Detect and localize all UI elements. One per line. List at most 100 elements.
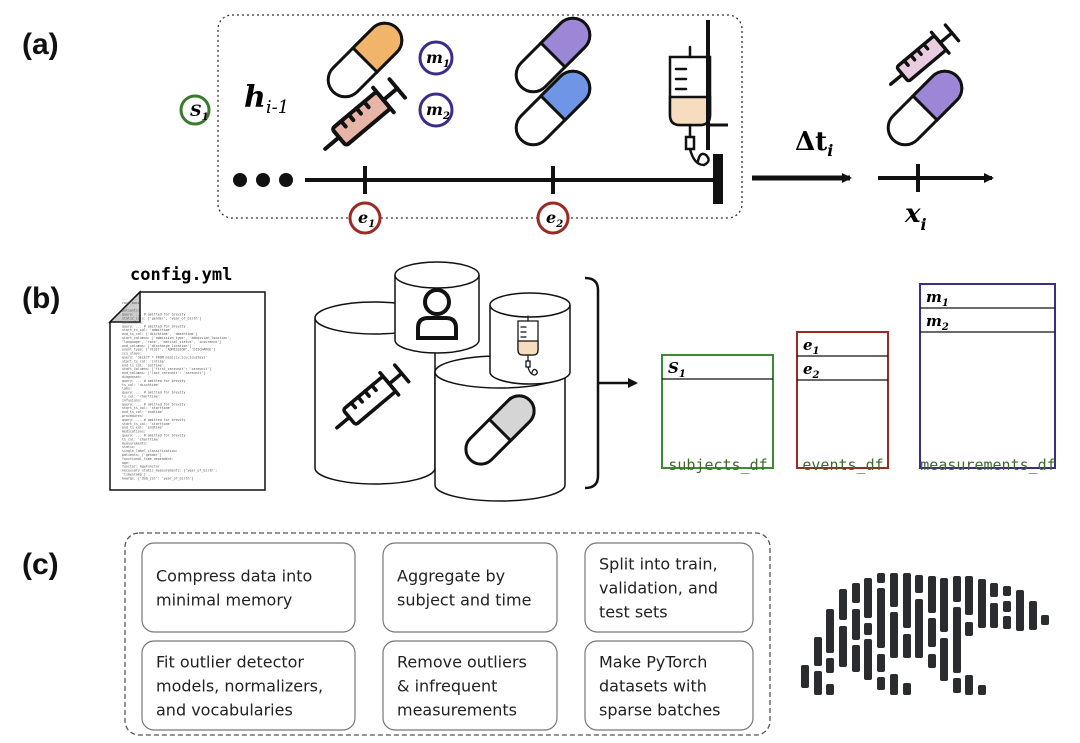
step-text: and vocabularies (156, 701, 293, 720)
logo-bar (839, 626, 847, 667)
logo-bar (990, 583, 998, 597)
yaml-line: query: ... # omitted for brevity (122, 434, 186, 438)
yaml-line: patients: (122, 309, 140, 313)
yaml-line: query: ... # omitted for brevity (122, 402, 186, 406)
step-text: minimal memory (156, 591, 292, 610)
pill-icon-next (886, 69, 964, 147)
pipeline-step: Compress data into minimal memory (141, 542, 356, 633)
yaml-line: icu_stays: (122, 352, 142, 356)
step-text: Make PyTorch (599, 653, 707, 672)
yaml-line: ts_col: 'dischtime' (122, 383, 160, 387)
table-name-label: events_df (802, 456, 883, 474)
logo-bar (801, 665, 809, 688)
yaml-line: query: ... # omitted for brevity (122, 324, 186, 328)
measurement-badge-2: m2 (418, 92, 454, 128)
table-name-label: subjects_df (668, 456, 767, 474)
step-text: Split into train, (599, 555, 718, 574)
logo-bar (928, 654, 936, 668)
yaml-line: start_ts_col: 'intime' (122, 359, 166, 363)
step-text: measurements (397, 701, 517, 720)
logo-bar (990, 603, 998, 628)
step-text: models, normalizers, (156, 677, 323, 696)
yaml-line: start_ts_col: 'starttime' (122, 406, 172, 410)
yaml-line: end_ts_col: 'endtime' (122, 426, 164, 430)
subjects-df-table: S1 (661, 354, 774, 469)
logo-bar (890, 573, 898, 607)
svg-text:e2: e2 (546, 208, 563, 230)
history-end-bar (713, 154, 723, 204)
yaml-line: static_cols: ['gender', 'year_of_birth'] (122, 317, 201, 321)
yaml-line: static: (122, 445, 136, 449)
pipeline-step: Remove outliers & infrequent measurements (382, 640, 558, 731)
logo-bar (839, 589, 847, 620)
logo-bar (826, 684, 834, 695)
yaml-line: start_ts_col: 'starttime' (122, 422, 172, 426)
logo-bar (953, 576, 961, 602)
yaml-line: event_type: ['VISIT', 'ADMISSION', 'DISC… (122, 348, 215, 352)
yaml-line: age: (122, 461, 130, 465)
logo-bar (852, 645, 860, 672)
pill-icon-db (464, 394, 536, 466)
logo-bar (965, 622, 973, 636)
yaml-line: ... (122, 297, 128, 301)
logo-bar (928, 618, 936, 647)
table-row-label: e2 (803, 360, 820, 381)
yaml-line: single_label_classification: (122, 449, 178, 453)
svg-text:S1: S1 (190, 101, 209, 123)
iv-bag-icon (668, 45, 712, 167)
yaml-line: ... (122, 305, 128, 309)
yaml-line: kwargs: {'dob_col': 'year_of_birth'} (122, 476, 193, 480)
table-name-label: measurements_df (920, 456, 1055, 474)
logo-bar (978, 685, 986, 695)
logo-bar (978, 579, 986, 628)
yaml-line: end_ts_col: 'endtime' (122, 410, 164, 414)
logo-bar (852, 609, 860, 640)
history-label: hi-1 (244, 80, 289, 118)
pipeline-box (124, 532, 771, 736)
logo-bar (814, 637, 822, 666)
logo-bar (903, 573, 911, 628)
pipeline-step: Aggregate by subject and time (382, 542, 558, 633)
step-text: Remove outliers (397, 653, 527, 672)
step-text: sparse batches (599, 701, 721, 720)
logo-bar (826, 658, 834, 673)
database-cylinders (314, 261, 571, 502)
config-filename: config.yml (130, 265, 232, 285)
step-text: Compress data into (156, 567, 312, 586)
table-row-label: m2 (926, 312, 949, 333)
logo-bar (915, 575, 923, 593)
logo-bar (877, 573, 885, 583)
step-text: datasets with (599, 677, 707, 696)
logo-bar (1003, 616, 1011, 629)
step-text: Aggregate by (397, 567, 505, 586)
config-document: ...root_base ...patients: query: ... # o… (108, 290, 266, 491)
yaml-line: infusions: (122, 398, 142, 402)
step-text: & infrequent (397, 677, 497, 696)
yaml-line: labs: (122, 387, 132, 391)
yaml-line: ts_col: 'charttime' (122, 395, 160, 399)
yaml-line: procedures: (122, 414, 144, 418)
logo-bar (877, 588, 885, 648)
history-box (217, 14, 743, 219)
event-badge-2: e2 (536, 201, 570, 235)
yaml-line: end_columns: ['last_careunit': 'careunit… (122, 371, 205, 375)
logo-bar (814, 671, 822, 695)
subject-badge: S1 (179, 94, 211, 126)
yaml-line: root_base (122, 301, 140, 305)
yaml-line: query: ... # omitted for brevity (122, 391, 186, 395)
logo-bar (877, 677, 885, 690)
next-event-label: xi (904, 199, 927, 234)
bear-logo-icon (801, 573, 1049, 695)
yaml-line: query: ... # omitted for brevity (122, 418, 186, 422)
panel-c-label: (c) (22, 548, 59, 581)
measurement-badge-1: m1 (418, 40, 454, 76)
yaml-line: patients: ['gender'] (122, 453, 162, 457)
yaml-line: end_ts_col: ['dischtime', 'deathtime'] (122, 332, 197, 336)
step-text: subject and time (397, 591, 531, 610)
yaml-line: query: ... # omitted for brevity (122, 313, 186, 317)
delta-label: Δti (795, 127, 833, 160)
yaml-line: start_columns: ['first_careunit': 'careu… (122, 367, 211, 371)
